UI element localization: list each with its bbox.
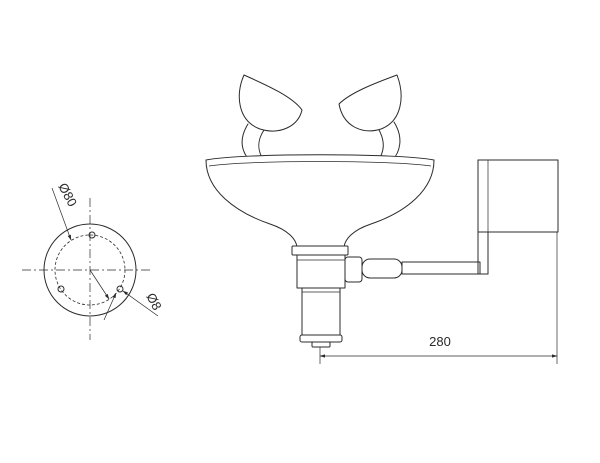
branch-nut bbox=[344, 256, 363, 283]
wall-mount-box bbox=[477, 159, 559, 233]
projection-length-label: 280 bbox=[429, 334, 451, 349]
drain-collar bbox=[299, 334, 343, 343]
hole-arrow-line bbox=[103, 292, 117, 321]
left-spray-head bbox=[238, 74, 303, 132]
pcd-diameter-label: Ø80 bbox=[55, 180, 80, 209]
mounting-hole-right bbox=[116, 285, 124, 293]
valve-body bbox=[296, 254, 346, 289]
drain-end-cap bbox=[311, 341, 331, 348]
right-spray-head bbox=[338, 74, 402, 132]
drain-pipe bbox=[301, 287, 341, 336]
wash-bowl bbox=[205, 154, 435, 248]
hole-leader-line bbox=[122, 290, 159, 317]
bolt-pitch-circle bbox=[54, 234, 126, 306]
branch-union bbox=[361, 258, 403, 279]
hole-diameter-label: Ø8 bbox=[143, 290, 164, 312]
mounting-hole-top bbox=[88, 231, 96, 239]
pcd-dimension-line bbox=[89, 269, 110, 300]
mounting-hole-left bbox=[57, 285, 65, 293]
flange-plan-view: Ø80 Ø8 bbox=[22, 180, 165, 340]
pcd-leader-line bbox=[51, 187, 72, 241]
supply-pipe bbox=[401, 261, 481, 275]
drain-fitting bbox=[291, 245, 349, 256]
flange-outer-circle bbox=[43, 223, 137, 317]
eye-wash-side-view: 280 bbox=[205, 74, 559, 364]
bowl-rim-line bbox=[208, 161, 432, 167]
